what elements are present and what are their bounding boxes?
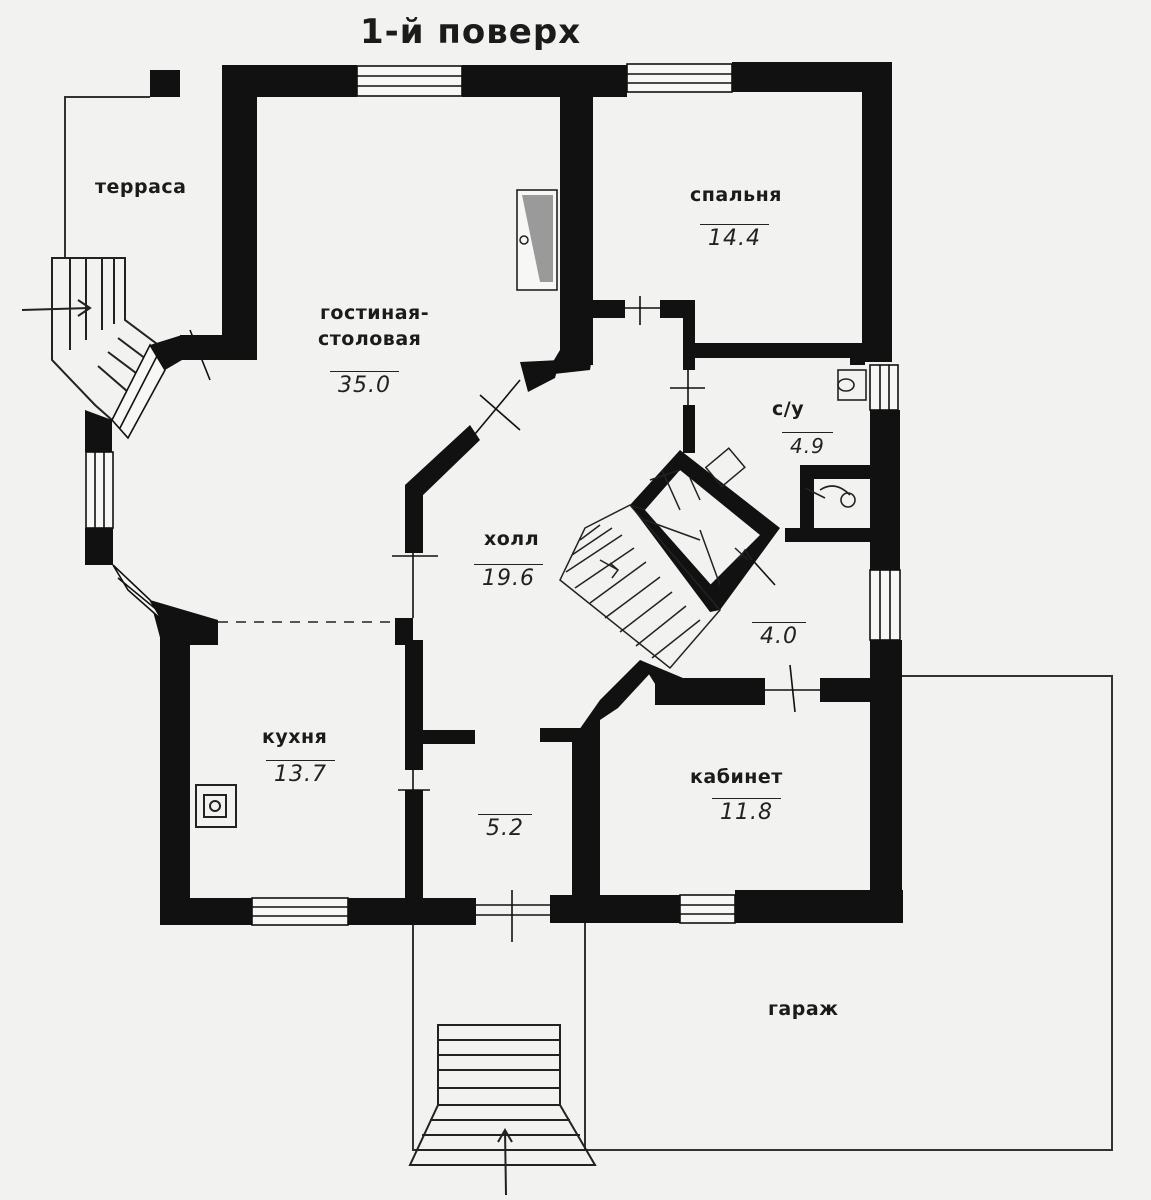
room-label-study: кабинет — [690, 766, 783, 788]
room-area-bathroom: 4.9 — [782, 432, 833, 458]
room-area-study: 11.8 — [712, 798, 781, 825]
room-label-kitchen: кухня — [262, 726, 328, 748]
room-label-terrace: терраса — [95, 176, 187, 198]
room-area-vestibule: 5.2 — [478, 814, 532, 841]
room-label-living-1: гостиная- — [320, 302, 430, 324]
room-area-hall: 19.6 — [474, 564, 543, 591]
fireplace — [516, 189, 558, 291]
room-label-hall: холл — [484, 528, 540, 550]
room-label-living-2: столовая — [318, 328, 422, 350]
room-area-living: 35.0 — [330, 371, 399, 398]
floor-title: 1-й поверх — [360, 12, 582, 52]
garage-outline — [584, 675, 1113, 1151]
room-area-storage: 4.0 — [752, 622, 806, 649]
terrace-outline — [64, 96, 150, 258]
doors — [185, 296, 820, 942]
main-stairs — [559, 447, 753, 670]
wall-top-mid — [462, 65, 627, 97]
kitchen-stove — [195, 784, 237, 828]
room-label-bedroom: спальня — [690, 184, 782, 206]
entrance-stairs — [408, 1024, 597, 1196]
terrace-stairs — [21, 257, 167, 422]
room-area-kitchen: 13.7 — [266, 760, 335, 787]
room-label-garage: гараж — [768, 998, 839, 1020]
bathroom-fixtures — [804, 369, 867, 508]
room-label-bathroom: с/у — [772, 398, 805, 420]
walls — [85, 62, 903, 925]
room-area-bedroom: 14.4 — [700, 224, 769, 251]
windows — [85, 63, 901, 926]
wall-top-left — [150, 70, 180, 97]
